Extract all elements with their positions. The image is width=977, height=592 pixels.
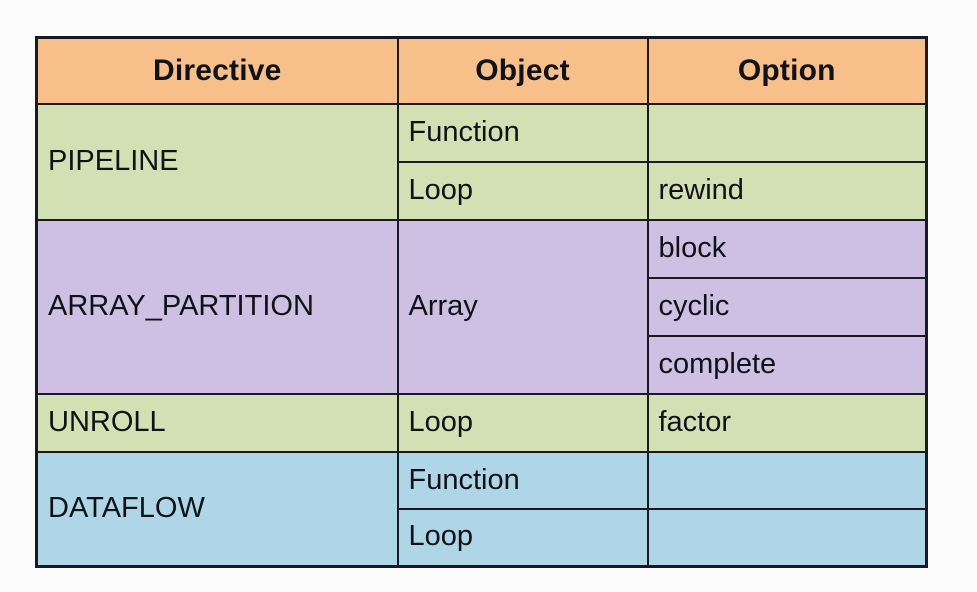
table-row: DATAFLOW Function: [35, 451, 928, 567]
object-cell-dataflow-function: Function: [396, 451, 649, 510]
table-row: cyclic: [37, 277, 928, 337]
directive-cell-unroll: UNROLL: [35, 393, 399, 453]
table-row: complete: [37, 335, 928, 395]
table-row: Loop rewind: [37, 161, 928, 221]
option-cell-block: block: [646, 219, 928, 279]
table-row: Loop: [37, 508, 928, 567]
object-cell-dataflow-loop: Loop: [396, 508, 649, 567]
object-cell-pipeline-function: Function: [396, 103, 649, 163]
directive-table: Directive Object Option PIPELINE Functio…: [35, 36, 928, 568]
option-cell-pipeline-rewind: rewind: [646, 161, 928, 221]
header-row: Directive Object Option: [35, 36, 928, 105]
option-cell-dataflow-function: [646, 451, 928, 510]
option-cell-factor: factor: [646, 393, 928, 453]
option-cell-complete: complete: [646, 335, 928, 395]
column-header-object: Object: [396, 36, 649, 105]
table-row: PIPELINE Function: [35, 103, 928, 221]
column-header-directive: Directive: [35, 36, 399, 105]
object-cell-unroll-loop: Loop: [396, 393, 649, 453]
option-cell-cyclic: cyclic: [646, 277, 928, 337]
table-row: UNROLL Loop factor: [35, 393, 928, 453]
table-header: Directive Object Option: [35, 36, 928, 105]
table-row: ARRAY_PARTITION Array block: [35, 219, 928, 395]
table-body: PIPELINE Function Loop rewind ARRAY_PART…: [35, 103, 928, 567]
directive-cell-array-partition: ARRAY_PARTITION: [35, 219, 399, 395]
column-header-option: Option: [646, 36, 928, 105]
option-cell-dataflow-loop: [646, 508, 928, 567]
option-cell-pipeline-function: [646, 103, 928, 163]
directive-cell-dataflow: DATAFLOW: [35, 451, 399, 567]
directive-cell-pipeline: PIPELINE: [35, 103, 399, 221]
object-cell-pipeline-loop: Loop: [396, 161, 649, 221]
object-cell-array: Array: [396, 219, 649, 395]
directive-table-container: Directive Object Option PIPELINE Functio…: [35, 36, 928, 568]
